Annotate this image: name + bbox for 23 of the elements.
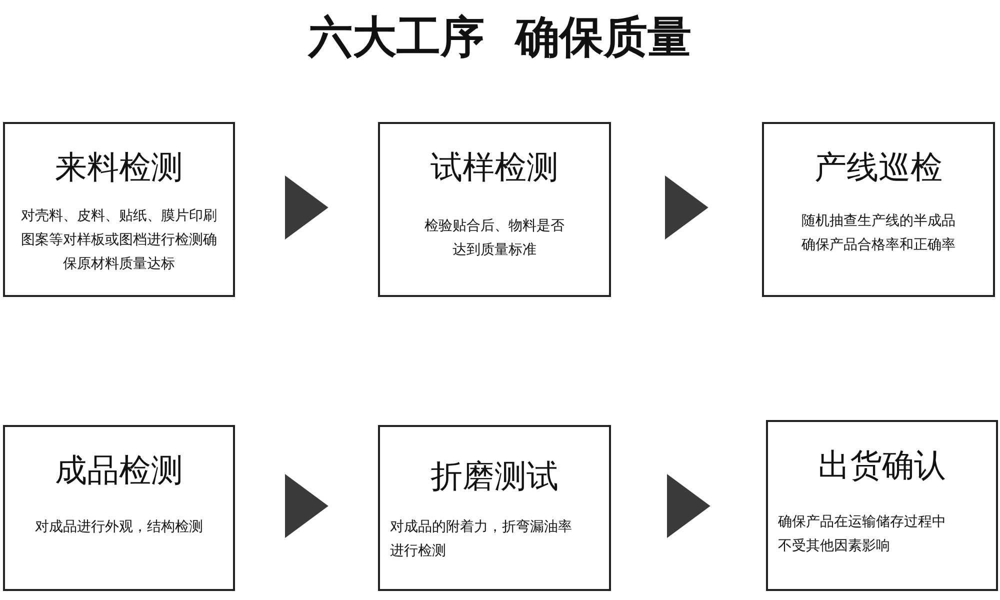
process-box — [766, 420, 998, 591]
step-heading: 成品检测 — [55, 450, 183, 491]
arrow — [285, 474, 328, 538]
step-description: 对成品进行外观，结构检测 — [35, 518, 203, 537]
process-box — [762, 122, 995, 297]
step-description: 检验贴合后、物料是否达到质量标准 — [424, 217, 566, 260]
arrow — [667, 474, 710, 538]
process-box — [3, 425, 235, 591]
process-box — [378, 122, 611, 297]
step-heading: 产线巡检 — [814, 147, 942, 188]
process-box — [3, 122, 235, 297]
diagram-title: 六大工序 确保质量 — [306, 11, 692, 65]
step-description: 对成品的附着力，折弯漏油率进行检测 — [390, 518, 573, 561]
step-description: 对壳料、皮料、贴纸、膜片印刷图案等对样板或图档进行检测确保原材料质量达标 — [21, 207, 217, 274]
step-description: 随机抽查生产线的半成品确保产品合格率和正确率 — [800, 212, 956, 255]
step-heading: 出货确认 — [818, 445, 946, 486]
step-heading: 试样检测 — [430, 147, 558, 188]
arrow — [665, 176, 708, 240]
arrow — [285, 176, 328, 240]
step-heading: 来料检测 — [55, 147, 183, 188]
process-box — [378, 425, 611, 591]
step-heading: 折磨测试 — [430, 456, 558, 497]
step-description: 确保产品在运输储存过程中不受其他因素影响 — [778, 513, 947, 556]
